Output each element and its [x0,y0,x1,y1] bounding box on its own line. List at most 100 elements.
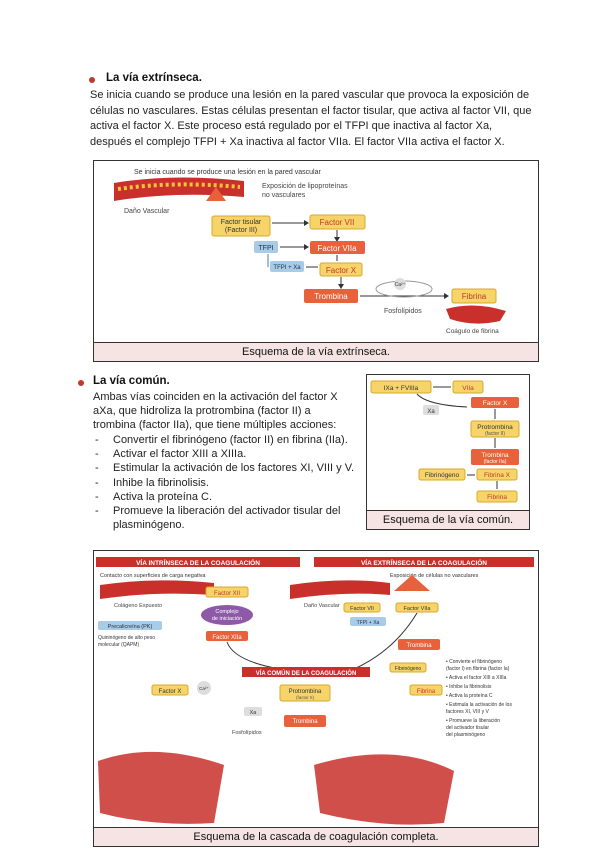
paragraph: Se inicia cuando se produce una lesión e… [90,88,550,150]
fosfolipidos-label: Fosfolípidos [232,730,262,736]
fibrina-box [451,288,497,304]
arrow-head [304,220,309,226]
vessel-left [100,580,214,599]
figure-caption: Esquema de la cascada de coagulación com… [94,827,538,846]
trombina-box-common [284,715,326,727]
arrow-head [338,284,344,289]
xa-label: Xa [427,409,435,415]
arrow [416,393,468,408]
viia-label: VIIa [462,385,474,392]
list-item: Activar el factor XIII a XIIIa. [93,447,354,461]
fosfolipidos-label: Fosfolípidos [384,308,422,315]
trombina-box [304,289,358,303]
fibrina-label: Fibrina [487,494,507,501]
extrinsic-pathway-figure: Se inicia cuando se produce una lesión e… [93,160,539,362]
xa-label: Xa [250,710,258,716]
trombina-label: Trombina [292,719,318,725]
header-left: VÍA INTRÍNSECA DE LA COAGULACIÓN [136,558,260,567]
list-item: Activa la proteína C. [93,490,354,504]
header-band-left [96,557,300,567]
exposure-label: Exposición de lipoproteínas [262,183,348,190]
figure-caption: Esquema de la vía extrínseca. [94,342,538,361]
fibrin-clot [446,305,506,324]
paragraph: Ambas vías coinciden en la activación de… [93,390,363,433]
quininogeno-label: molecular (QAPM) [98,642,139,648]
ixa-label: IXa + FVIIIa [384,385,419,392]
damage-triangle [394,575,430,591]
factor-vii-label: Factor VII [350,606,374,612]
ixa-box [370,380,432,394]
colageno-label: Colágeno Expuesto [114,603,162,609]
protrombina-label: Protrombina [477,424,513,431]
fibrina-x-box [476,468,518,481]
ca-label: Ca²⁺ [395,282,406,288]
bullet-dot [89,77,95,83]
ca-ion [394,278,406,290]
common-pathway-figure: IXa + FVIIIa VIIa Xa Factor X Protrombin… [366,374,530,530]
tfpi-xa-label: TFPI + Xa [357,620,380,626]
paragraph-line: aXa, que hidroliza la protrombina (facto… [93,405,311,418]
factor-viia-box [310,241,365,254]
damage-label: Daño Vascular [304,603,340,609]
tissue-factor-box [211,215,271,237]
contact-label: Contacto con superficies de carga negati… [100,573,206,579]
complejo-label: de iniciación [212,616,242,622]
figure-caption: Esquema de la vía común. [367,510,529,529]
fibrinogeno-box [418,468,466,481]
factor-x-label: Factor X [483,400,508,407]
paragraph-line: Se inicia cuando se produce una lesión e… [90,89,530,101]
section-heading: La vía extrínseca. [106,72,202,84]
fibrina-label: Fibrina [462,292,487,301]
arrow-head [334,237,340,242]
list-item: Inhibe la fibrinolisis. [93,476,354,490]
side-note: factores XI, VIII y V [446,709,489,715]
side-note: • Inhibe la fibrinolisis [446,684,492,690]
side-note: • Promueve la liberación [446,718,500,724]
extrinsic-diagram: Se inicia cuando se produce una lesión e… [114,169,506,335]
factor-viia-label: Factor VIIa [404,606,432,612]
arrow [353,612,418,670]
side-note: (factor I) en fibrina (factor Ia) [446,666,510,672]
side-note: del plasminógeno [446,732,485,738]
side-notes: • Convierte el fibrinógeno (factor I) en… [446,659,512,738]
tissue-factor-label: Factor tisular [221,219,262,226]
header-band-right [314,557,534,567]
paragraph-line: células no vasculares. Estas células pre… [90,104,532,117]
protrombina-sub: (factor II) [485,431,505,437]
trombina-label: Trombina [481,452,509,459]
fibrinogeno-label: Fibrinógeno [425,472,460,479]
exposure-label: Exposición de células no vasculares [390,573,479,579]
paragraph-line: activa el factor X. Este proceso está re… [90,120,493,132]
precalicreina-label: Precalicreína (PK) [108,624,153,630]
factor-x-box [319,262,363,277]
factor-vii-label: Factor VII [320,218,355,227]
factor-xiia-label: Factor XIIa [212,635,242,641]
ca-label: Ca²⁺ [199,686,209,691]
tfpi-box [254,241,278,253]
factor-x-label: Factor X [159,689,182,695]
damage-label: Daño Vascular [124,208,170,215]
via-comun-label: VÍA COMÚN DE LA COAGULACIÓN [256,669,357,677]
tissue-factor-label: (Factor III) [225,227,257,234]
vessel-wall [114,177,244,201]
rbc-cluster-left [98,751,224,824]
paragraph-line: Ambas vías coinciden en la activación de… [93,391,338,403]
fibrinogeno-label: Fibrinógeno [395,666,422,672]
via-comun-band [242,667,370,677]
factor-x-label: Factor X [326,266,357,275]
side-note: • Activa el factor XIII a XIIIa [446,675,507,681]
actions-list: Convertir el fibrinógeno (factor II) en … [93,433,354,518]
arrow-head [444,293,449,299]
tfpi-xa-box [350,617,386,626]
list-item-continuation: plasminógeno. [113,519,185,531]
viia-box [452,380,484,394]
trombina-sub: (factor IIa) [484,459,507,465]
arrow [226,641,281,670]
complejo-label: Complejo [215,609,238,615]
factor-xiia-box [206,631,248,641]
figure-top-label: Se inicia cuando se produce una lesión e… [134,169,321,176]
factor-xii-box [205,586,249,598]
side-note: del activador tisular [446,725,489,731]
fibrina-box [409,684,443,696]
fibrina-box [476,490,518,503]
